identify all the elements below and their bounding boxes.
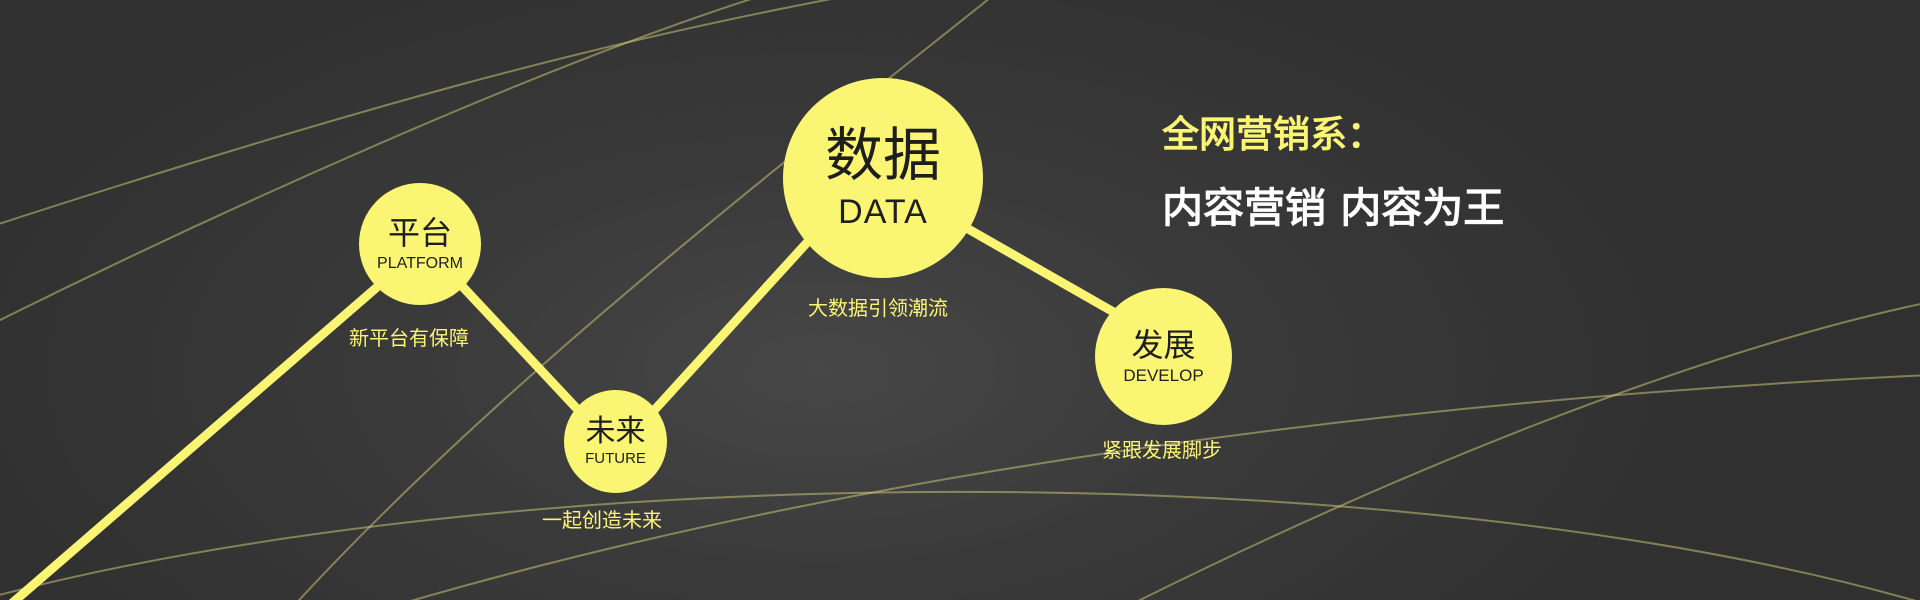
- node-subtitle: DATA: [838, 193, 928, 232]
- node-caption-data: 大数据引领潮流: [808, 296, 948, 320]
- deco-curve: [410, 374, 1920, 600]
- node-title: 未来: [585, 414, 646, 450]
- node-subtitle: DEVELOP: [1123, 365, 1204, 385]
- deco-curve: [297, 0, 990, 600]
- connector-data-develop: [958, 221, 1122, 319]
- node-subtitle: PLATFORM: [377, 254, 463, 272]
- node-platform: 平台 PLATFORM: [359, 183, 481, 305]
- deco-curve: [0, 490, 1916, 600]
- headline: 全网营销系：: [1162, 113, 1384, 156]
- connector-future-data: [644, 231, 818, 421]
- node-caption-develop: 紧跟发展脚步: [1102, 438, 1222, 462]
- deco-curve: [0, 0, 752, 322]
- node-caption-platform: 新平台有保障: [349, 326, 469, 350]
- connector-start: [8, 283, 381, 600]
- deco-curve: [0, 0, 832, 225]
- node-subtitle: FUTURE: [585, 450, 646, 468]
- deco-curve: [1137, 303, 1920, 600]
- node-title: 平台: [387, 213, 452, 252]
- node-title: 发展: [1131, 325, 1196, 364]
- subheadline: 内容营销 内容为王: [1162, 184, 1505, 232]
- node-develop: 发展 DEVELOP: [1095, 288, 1232, 425]
- connector-platform-future: [457, 281, 585, 417]
- node-future: 未来 FUTURE: [564, 390, 667, 493]
- node-data: 数据 DATA: [783, 78, 983, 278]
- node-title: 数据: [824, 121, 941, 190]
- node-caption-future: 一起创造未来: [542, 508, 662, 532]
